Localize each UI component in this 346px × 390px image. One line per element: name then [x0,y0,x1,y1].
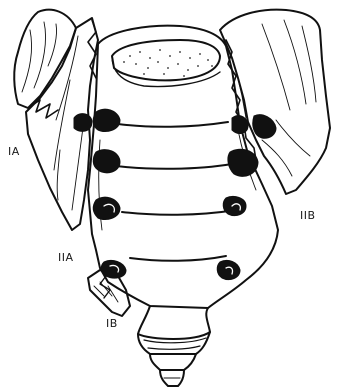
endplate-stipple [123,49,213,77]
label-iia: IIA [58,252,74,263]
foramen-right-s1-lateral [253,115,276,139]
foramen-right-s2 [228,149,258,176]
right-wing-hatching [262,20,316,176]
label-iib: IIB [300,210,316,221]
label-ia: IA [8,146,20,157]
left-iliac-wing-fragment [14,10,76,108]
foramen-right-s1 [232,116,248,134]
transverse-ridges [116,122,236,261]
foramen-left-s3 [93,197,120,219]
fracture-line-left [88,20,96,78]
foramen-left-s1 [93,109,120,131]
foramen-left-s1-lateral [74,114,92,132]
foramen-right-s4 [217,260,240,279]
foramen-right-s3 [223,196,246,215]
label-ib: IB [106,318,118,329]
coccyx-segments [138,306,210,339]
foramen-left-s4 [101,260,126,278]
s1-endplate [112,40,220,80]
foramen-left-s2 [93,150,120,173]
s1-endplate-rim [112,56,220,86]
